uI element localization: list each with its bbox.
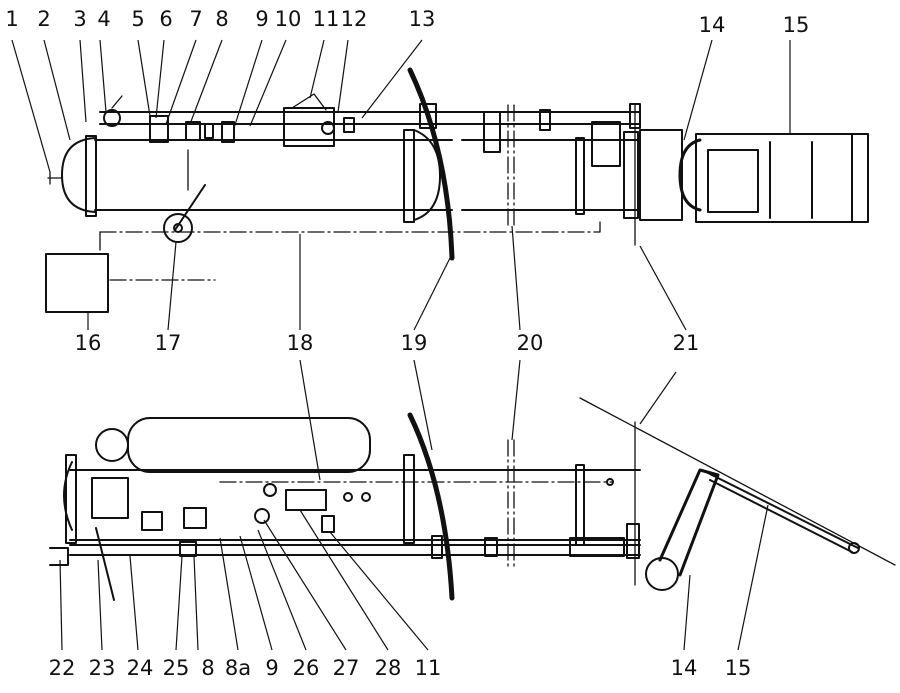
leader-lines xyxy=(11,39,791,651)
label-14: 14 xyxy=(699,13,726,37)
bottom-labels: 22 23 24 25 8 8a 9 26 27 28 11 14 15 xyxy=(49,656,752,680)
label-11: 11 xyxy=(313,7,340,31)
label-8-bottom: 8 xyxy=(201,656,214,680)
label-9-bottom: 9 xyxy=(265,656,278,680)
label-15: 15 xyxy=(783,13,810,37)
label-16: 16 xyxy=(75,331,102,355)
label-10: 10 xyxy=(275,7,302,31)
label-19: 19 xyxy=(401,331,428,355)
label-26: 26 xyxy=(293,656,320,680)
label-22: 22 xyxy=(49,656,76,680)
label-1: 1 xyxy=(5,7,18,31)
label-8a: 8a xyxy=(225,656,251,680)
label-27: 27 xyxy=(333,656,360,680)
label-9: 9 xyxy=(255,7,268,31)
label-5: 5 xyxy=(131,7,144,31)
label-3: 3 xyxy=(73,7,86,31)
label-28: 28 xyxy=(375,656,402,680)
label-11-bottom: 11 xyxy=(415,656,442,680)
label-17: 17 xyxy=(155,331,182,355)
top-labels: 1 2 3 4 5 6 7 8 9 10 11 12 13 14 15 16 1… xyxy=(5,7,809,355)
label-15-bottom: 15 xyxy=(725,656,752,680)
label-12: 12 xyxy=(341,7,368,31)
label-18: 18 xyxy=(287,331,314,355)
label-24: 24 xyxy=(127,656,154,680)
label-25: 25 xyxy=(163,656,190,680)
label-21: 21 xyxy=(673,331,700,355)
label-23: 23 xyxy=(89,656,116,680)
label-6: 6 xyxy=(159,7,172,31)
label-7: 7 xyxy=(189,7,202,31)
label-20: 20 xyxy=(517,331,544,355)
label-13: 13 xyxy=(409,7,436,31)
label-2: 2 xyxy=(37,7,50,31)
label-14-bottom: 14 xyxy=(671,656,698,680)
label-8: 8 xyxy=(215,7,228,31)
top-view xyxy=(45,67,869,313)
label-4: 4 xyxy=(97,7,110,31)
bottom-view xyxy=(49,397,896,601)
